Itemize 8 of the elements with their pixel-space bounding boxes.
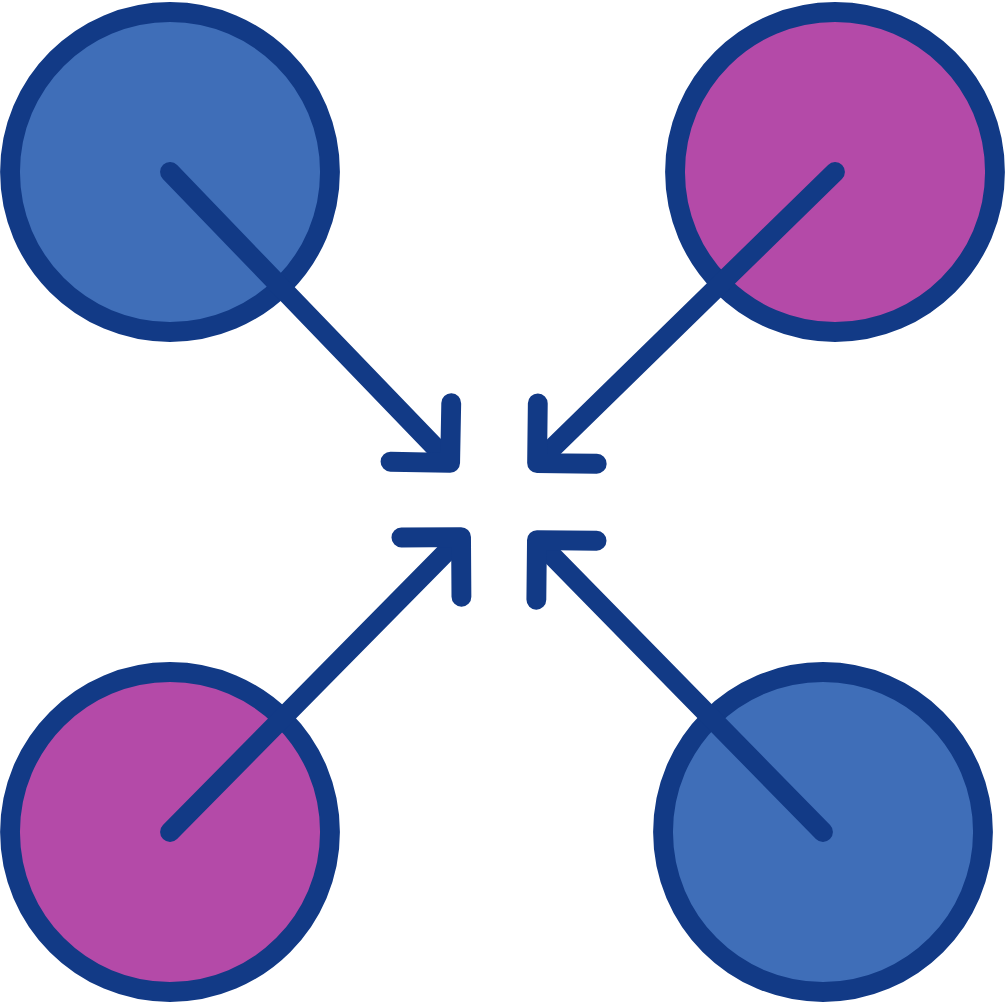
arrow [160,162,462,473]
circle [665,2,1005,342]
circle [0,662,340,1002]
arrow [526,530,833,842]
arrow [160,527,472,842]
circle [0,2,340,342]
arrow [527,162,845,474]
circle [653,662,993,1002]
